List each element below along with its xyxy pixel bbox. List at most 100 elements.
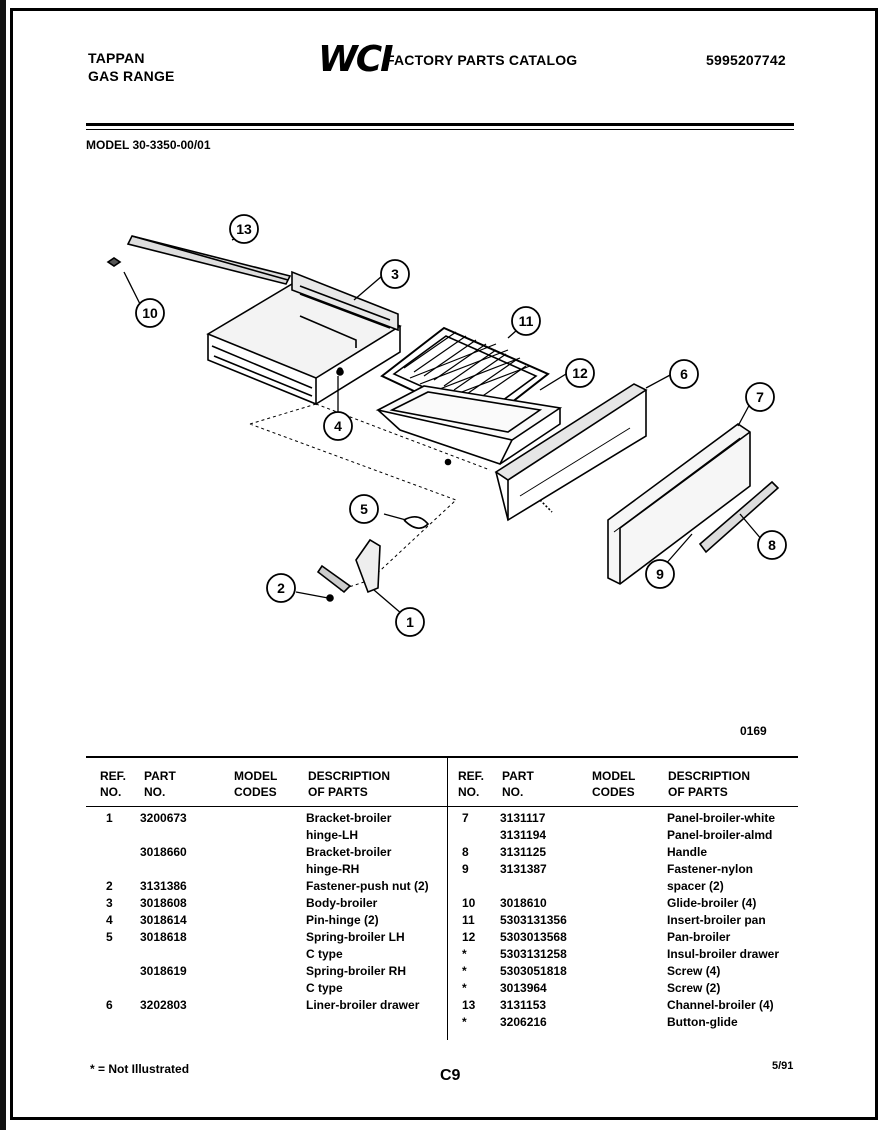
part-liner-broiler-drawer [494, 383, 648, 522]
header-ref-label: REF. [100, 769, 127, 783]
part-number-cell: 3018614 [140, 913, 187, 927]
part-channel-broiler [106, 235, 292, 285]
header-desc-label-2: OF PARTS [668, 785, 728, 799]
part-number-cell: 3131153 [500, 998, 547, 1012]
description-cell: Screw (4) [667, 964, 721, 978]
description-cell: Insert-broiler pan [667, 913, 766, 927]
header-desc-label: DESCRIPTION [308, 769, 391, 783]
callout-6 [669, 359, 699, 389]
part-number-cell: 3018619 [140, 964, 187, 978]
description-cell: Panel-broiler-white [667, 811, 776, 825]
part-number-cell: 3018610 [500, 896, 547, 910]
part-panel-broiler [607, 423, 751, 585]
description-cell: Screw (2) [667, 981, 721, 995]
ref-cell: 9 [462, 862, 469, 876]
ref-cell: 6 [106, 998, 113, 1012]
description-cell: Pin-hinge (2) [306, 913, 379, 927]
figure-code: 0169 [740, 724, 767, 738]
description-cell: Pan-broiler [667, 930, 731, 944]
header-ref-label-2: NO. [458, 785, 480, 799]
ref-cell [462, 878, 475, 895]
part-number-cell: 3018660 [140, 845, 187, 859]
callout-1 [395, 607, 425, 637]
exploded-parts-diagram: 13 10 3 4 11 12 6 7 8 9 5 2 1 [106, 214, 787, 637]
ref-cell [106, 946, 113, 963]
ref-cell: 10 [462, 896, 476, 910]
ref-cell: * [462, 947, 467, 961]
part-number-cell: 3131125 [500, 845, 547, 859]
ref-cell: 5 [106, 930, 113, 944]
header-ref-left: REF. NO. [100, 768, 126, 800]
description-cell: Fastener-nylon [667, 862, 754, 876]
part-number-cell [140, 861, 187, 878]
ref-cell: * [462, 964, 467, 978]
part-number-cell: 3131117 [500, 811, 546, 825]
callout-label-5: 5 [360, 501, 368, 517]
not-illustrated-note: * = Not Illustrated [90, 1062, 190, 1076]
ref-cell: 8 [462, 845, 469, 859]
part-number-cell [500, 878, 567, 895]
description-cell: Channel-broiler (4) [667, 998, 774, 1012]
description-cell: C type [306, 981, 343, 995]
callout-12 [565, 358, 595, 388]
part-number-cell: 3131386 [140, 879, 187, 893]
description-cell: spacer (2) [667, 879, 724, 893]
header-part-label-2: NO. [144, 785, 166, 799]
ref-cell: 4 [106, 913, 113, 927]
callout-label-9: 9 [656, 566, 664, 582]
header-model-left: MODEL CODES [234, 768, 277, 800]
callout-11 [511, 306, 541, 336]
part-number-cell: 3018608 [140, 896, 187, 910]
ref-cell: 11 [462, 913, 475, 927]
description-cell: Bracket-broiler [306, 811, 392, 825]
callout-label-12: 12 [572, 365, 588, 381]
left-part-column: 3200673 3018660 3131386 3018608 3018614 30186… [140, 810, 187, 1014]
part-number-cell: 3202803 [140, 998, 187, 1012]
description-cell: Button-glide [667, 1015, 738, 1029]
header-desc-right: DESCRIPTION OF PARTS [668, 768, 750, 800]
description-cell: hinge-RH [306, 862, 360, 876]
description-cell: Fastener-push nut (2) [306, 879, 429, 893]
description-cell: Glide-broiler (4) [667, 896, 757, 910]
part-bracket-broiler-hinge [316, 367, 430, 602]
part-pan-broiler [375, 385, 563, 466]
callout-label-6: 6 [680, 366, 688, 382]
callout-label-2: 2 [277, 580, 285, 596]
callout-2 [266, 573, 296, 603]
ref-cell: * [462, 981, 467, 995]
ref-cell: 1 [106, 811, 113, 825]
header-model-right: MODEL CODES [592, 768, 635, 800]
callout-3 [380, 259, 410, 289]
part-number-cell: 3200673 [140, 811, 187, 825]
description-cell: Spring-broiler LH [306, 930, 405, 944]
description-cell: Insul-broiler drawer [667, 947, 780, 961]
callout-label-13: 13 [236, 221, 252, 237]
table-top-rule [86, 756, 798, 758]
part-number-cell: 5303131356 [500, 913, 567, 927]
part-number-cell [140, 946, 187, 963]
part-number-cell: 5303013568 [500, 930, 567, 944]
ref-cell [462, 827, 475, 844]
ref-cell [106, 963, 113, 980]
part-number-cell: 3131387 [500, 862, 547, 876]
description-cell: Liner-broiler drawer [306, 998, 420, 1012]
callout-label-3: 3 [391, 266, 399, 282]
callout-label-8: 8 [768, 537, 776, 553]
callout-8 [757, 530, 787, 560]
ref-cell: 7 [462, 811, 469, 825]
header-part-label-2: NO. [502, 785, 524, 799]
header-part-label: PART [502, 769, 534, 783]
callout-4 [323, 411, 353, 441]
callout-label-4: 4 [334, 418, 342, 434]
table-divider [447, 758, 448, 1040]
description-cell: Panel-broiler-almd [667, 828, 773, 842]
wci-logo: WCI [318, 39, 394, 80]
description-cell: hinge-LH [306, 828, 358, 842]
ref-cell [106, 861, 113, 878]
description-cell: Handle [667, 845, 708, 859]
header-ref-right: REF. NO. [458, 768, 484, 800]
header-desc-left: DESCRIPTION OF PARTS [308, 768, 390, 800]
header-model-label: MODEL [234, 769, 278, 783]
